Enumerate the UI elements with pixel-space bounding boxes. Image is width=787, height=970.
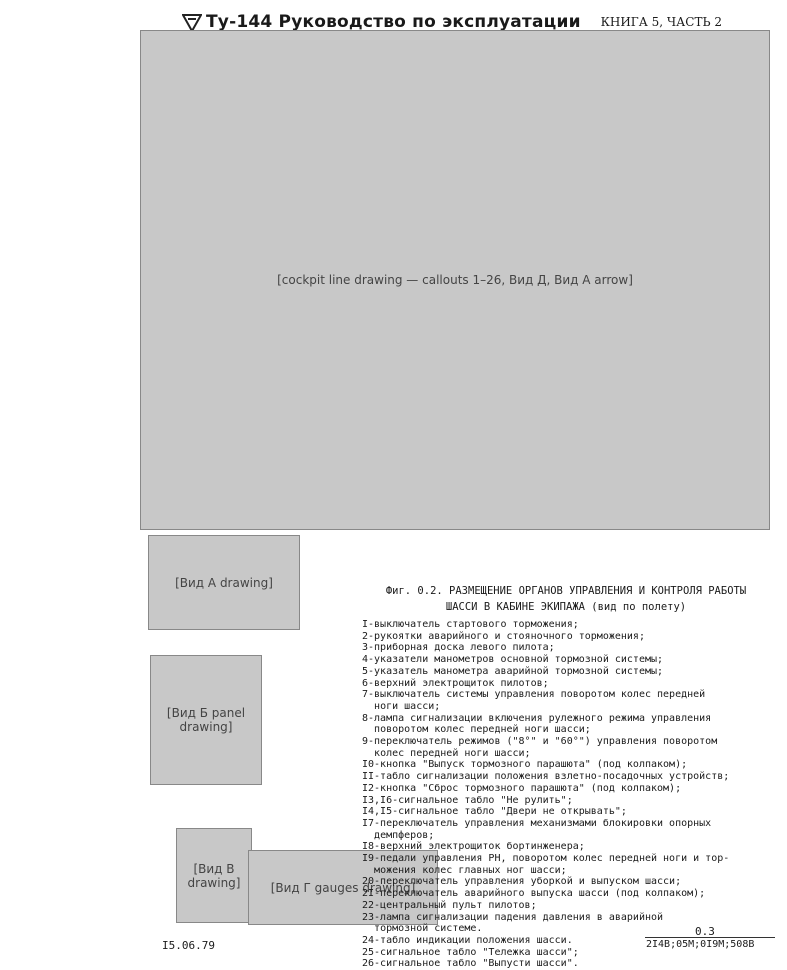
view-b-image: [Вид Б panel drawing] — [150, 655, 262, 785]
legend-item: 6-верхний электрощиток пилотов; — [362, 677, 549, 689]
view-g-image: [Вид Г gauges drawing] — [248, 850, 438, 925]
figure-caption: Фиг. 0.2. РАЗМЕЩЕНИЕ ОРГАНОВ УПРАВЛЕНИЯ … — [366, 583, 766, 615]
footer-page-number: 0.3 — [695, 925, 715, 938]
footer-date: I5.06.79 — [162, 939, 215, 952]
legend-item: I8-верхний электрощиток бортинженера; — [362, 841, 585, 853]
legend-item: 7-выключатель системы управления поворот… — [362, 689, 706, 712]
figure-legend: I-выключатель стартового торможения; 2-р… — [362, 619, 782, 970]
legend-item: 9-переключатель режимов ("8°" и "60°") у… — [362, 736, 718, 759]
legend-item: 3-приборная доска левого пилота; — [362, 642, 555, 654]
legend-item: 23-лампа сигнализации падения давления в… — [362, 911, 664, 935]
legend-item: I2-кнопка "Сброс тормозного парашюта" (п… — [362, 782, 682, 794]
legend-item: I7-переключатель управления механизмами … — [362, 817, 712, 841]
legend-item: 20-переключатель управления уборкой и вы… — [362, 876, 682, 888]
header-title: Ту-144 Руководство по эксплуатации — [206, 12, 581, 32]
figure-caption-line-2: ШАССИ В КАБИНЕ ЭКИПАЖА (вид по полету) — [445, 601, 687, 613]
footer-rule — [645, 937, 775, 938]
legend-item: I9-педали управления РН, поворотом колес… — [362, 853, 730, 876]
legend-item: 26-сигнальное табло "Выпусти шасси". — [362, 958, 579, 970]
legend-item: 22-центральный пульт пилотов; — [362, 899, 537, 911]
legend-item: 8-лампа сигнализации включения рулежного… — [362, 712, 712, 736]
cockpit-diagram-image: [cockpit line drawing — callouts 1–26, В… — [140, 30, 770, 530]
view-v-image: [Вид В drawing] — [176, 828, 252, 923]
legend-item: I0-кнопка "Выпуск тормозного парашюта" (… — [362, 759, 688, 771]
header-book-reference: КНИГА 5, ЧАСТЬ 2 — [600, 15, 722, 29]
legend-item: 24-табло индикации положения шасси. — [362, 934, 573, 946]
logo-icon — [182, 14, 202, 32]
legend-item: 2I-переключатель аварийного выпуска шасс… — [362, 888, 706, 900]
legend-item: I-выключатель стартового торможения; — [362, 619, 579, 630]
legend-item: I4,I5-сигнальное табло "Двери не открыва… — [362, 806, 627, 818]
footer-codes: 2I4В;05М;0I9М;508В — [646, 939, 755, 950]
legend-item: 2-рукоятки аварийного и стояночного торм… — [362, 630, 645, 642]
legend-item: 25-сигнальное табло "Тележка шасси"; — [362, 946, 579, 958]
view-a-image: [Вид А drawing] — [148, 535, 300, 630]
legend-item: I3,I6-сигнальное табло "Не рулить"; — [362, 794, 573, 806]
figure-caption-line-1: Фиг. 0.2. РАЗМЕЩЕНИЕ ОРГАНОВ УПРАВЛЕНИЯ … — [385, 585, 747, 597]
legend-item: 5-указатель манометра аварийной тормозно… — [362, 665, 664, 677]
legend-item: II-табло сигнализации положения взлетно-… — [362, 771, 730, 783]
legend-item: 4-указатели манометров основной тормозно… — [362, 654, 664, 666]
